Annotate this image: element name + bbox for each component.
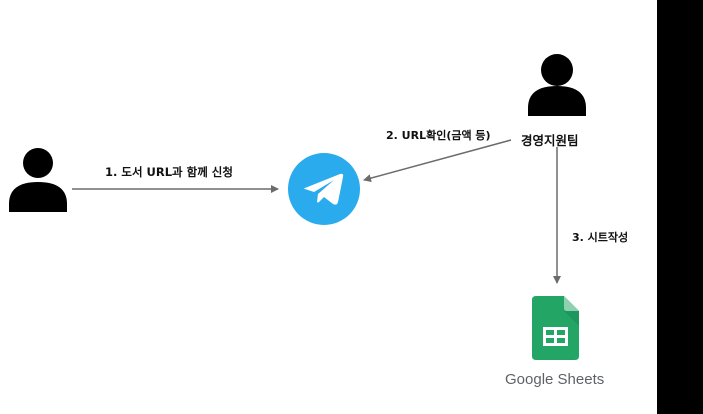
telegram-icon: [288, 153, 360, 225]
edge-label-step2: 2. URL확인(금액 등): [386, 129, 491, 142]
google-sheets-label: Google Sheets: [505, 371, 605, 388]
edge-label-step1: 1. 도서 URL과 함께 신청: [105, 165, 233, 179]
requester-person-icon: [9, 148, 67, 212]
team-label: 경영지원팀: [521, 133, 579, 148]
team-person-icon: [528, 54, 586, 116]
right-edge-band: [657, 0, 703, 414]
edge-label-step3: 3. 시트작성: [572, 231, 629, 244]
google-sheets-icon: [532, 296, 579, 360]
arrow-team-to-telegram: [363, 139, 512, 183]
